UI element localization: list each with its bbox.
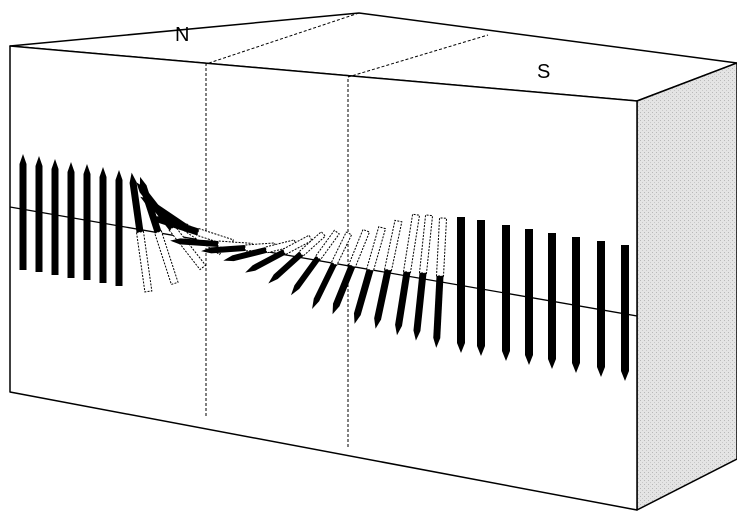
spin-needle xyxy=(115,170,123,286)
spin-needle xyxy=(35,156,43,272)
spin-needle xyxy=(245,234,313,273)
spin-needles xyxy=(19,154,629,381)
needle-solid-end xyxy=(35,156,43,214)
needle-tail-end xyxy=(314,229,340,261)
needle-solid-end xyxy=(115,170,123,228)
needle-tail-end xyxy=(572,237,580,301)
needle-solid-end xyxy=(433,275,444,348)
needle-tail-end xyxy=(264,239,297,254)
spin-needle xyxy=(597,241,605,377)
spin-needle xyxy=(268,230,327,284)
needle-tail-end xyxy=(115,228,123,286)
needle-solid-end xyxy=(525,293,533,365)
spin-needle xyxy=(548,233,556,369)
needle-solid-end xyxy=(99,167,107,225)
spin-needle xyxy=(83,164,91,280)
needle-solid-end xyxy=(477,284,485,356)
needle-tail-end xyxy=(330,231,353,266)
needle-tail-end xyxy=(67,220,75,278)
needle-solid-end xyxy=(312,262,337,309)
needle-tail-end xyxy=(621,245,629,309)
needle-solid-end xyxy=(83,164,91,222)
spin-needle xyxy=(19,154,27,270)
needle-solid-end xyxy=(374,269,392,329)
needle-solid-end xyxy=(457,281,465,353)
needle-solid-end xyxy=(19,154,27,212)
needle-solid-end xyxy=(395,271,411,336)
spin-needle xyxy=(572,237,580,373)
spin-needle xyxy=(312,231,353,309)
spin-needle xyxy=(332,228,371,315)
spin-needle xyxy=(99,167,107,283)
spin-needle xyxy=(502,225,510,361)
spin-needle xyxy=(129,172,153,293)
needle-solid-end xyxy=(290,256,321,296)
needle-solid-end xyxy=(51,159,59,217)
needle-solid-end xyxy=(268,251,304,284)
needle-tail-end xyxy=(548,233,556,297)
needle-solid-end xyxy=(245,249,286,273)
spin-needle xyxy=(477,220,485,356)
needle-solid-end xyxy=(223,247,267,262)
needle-solid-end xyxy=(597,305,605,377)
spin-needle xyxy=(457,217,465,353)
spin-needle xyxy=(621,245,629,381)
needle-solid-end xyxy=(502,289,510,361)
needle-tail-end xyxy=(51,217,59,275)
needle-solid-end xyxy=(150,216,200,236)
needle-tail-end xyxy=(19,212,27,270)
needle-solid-end xyxy=(129,172,144,233)
needle-solid-end xyxy=(332,264,356,315)
needle-solid-end xyxy=(572,301,580,373)
needle-tail-end xyxy=(99,225,107,283)
needle-tail-end xyxy=(83,222,91,280)
spin-needle xyxy=(433,217,448,348)
domain-boundary-left xyxy=(205,12,360,416)
needle-tail-end xyxy=(525,229,533,293)
needle-tail-end xyxy=(281,234,313,256)
spin-needle xyxy=(51,159,59,275)
spin-needle xyxy=(395,213,421,336)
needle-solid-end xyxy=(353,269,374,324)
needle-solid-end xyxy=(413,272,427,341)
south-pole-label: S xyxy=(537,61,550,83)
block-side-face xyxy=(636,62,737,511)
needle-tail-end xyxy=(502,225,510,289)
needle-tail-end xyxy=(298,230,327,257)
needle-tail-end xyxy=(383,219,403,272)
spin-needle xyxy=(223,239,297,262)
spin-needle xyxy=(374,219,403,329)
needle-tail-end xyxy=(35,214,43,272)
needle-solid-end xyxy=(67,162,75,220)
spin-needle xyxy=(353,226,387,324)
north-pole-label: N xyxy=(175,24,189,46)
spin-needle xyxy=(67,162,75,278)
needle-tail-end xyxy=(457,217,465,281)
needle-tail-end xyxy=(477,220,485,284)
domain-boundary-right xyxy=(347,34,489,447)
spin-needle xyxy=(413,214,434,341)
needle-tail-end xyxy=(597,241,605,305)
spin-needle xyxy=(290,229,340,296)
needle-solid-end xyxy=(201,245,246,254)
needle-solid-end xyxy=(170,238,219,247)
needle-solid-end xyxy=(548,297,556,369)
block-front-face xyxy=(9,45,638,511)
needle-tail-end xyxy=(435,217,448,277)
needle-solid-end xyxy=(621,309,629,381)
spin-needle xyxy=(525,229,533,365)
